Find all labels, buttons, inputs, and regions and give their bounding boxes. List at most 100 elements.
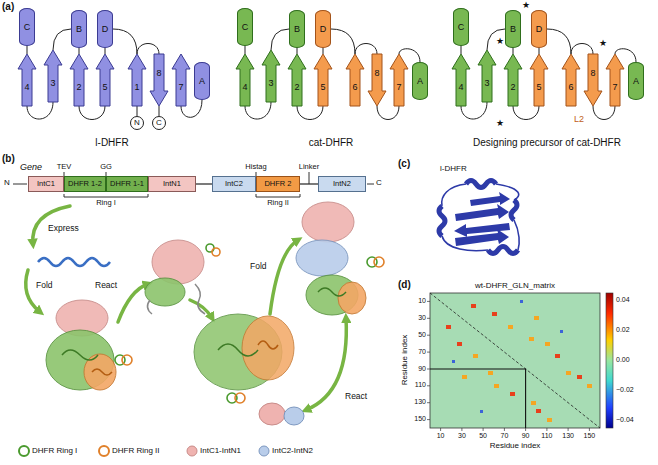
flow-arrow bbox=[190, 300, 212, 318]
protein-surface bbox=[145, 278, 185, 306]
heatmap bbox=[587, 384, 592, 388]
text-label: 90 bbox=[418, 365, 426, 373]
legend-text: IntC2-IntN2 bbox=[272, 446, 313, 455]
loop-connector bbox=[27, 46, 28, 54]
strand-shape bbox=[314, 54, 332, 106]
legend-icon bbox=[19, 446, 29, 456]
text-label: (d) bbox=[398, 279, 411, 291]
heatmap bbox=[534, 316, 539, 320]
gene-segment: IntC1 bbox=[28, 176, 64, 192]
strand-shape bbox=[96, 54, 114, 106]
strand-shape bbox=[18, 54, 36, 106]
strand-arrow: 8 bbox=[150, 54, 168, 106]
heatmap bbox=[462, 375, 467, 379]
text-label: 90 bbox=[522, 432, 530, 440]
element-label: N bbox=[134, 119, 140, 127]
gene-decoration bbox=[13, 172, 374, 197]
protein-surface bbox=[302, 202, 354, 242]
text-label: React bbox=[345, 392, 367, 402]
strand-shape bbox=[452, 54, 470, 106]
heatmap bbox=[427, 301, 430, 302]
element-label: 1 bbox=[134, 83, 139, 92]
flow-arrow bbox=[26, 270, 40, 312]
strand-arrow: 8 bbox=[584, 54, 602, 106]
protein-cartoon bbox=[439, 206, 445, 236]
strand-shape bbox=[172, 54, 190, 106]
element-label: DHFR 1-1 bbox=[110, 180, 144, 188]
text-label: ★ bbox=[496, 36, 504, 46]
helix-cylinder: D bbox=[315, 10, 331, 48]
strand-shape bbox=[584, 54, 602, 106]
strand-arrow: 2 bbox=[288, 54, 306, 106]
text-label: 30 bbox=[418, 314, 426, 322]
strand-arrow: 3 bbox=[478, 50, 496, 102]
strand-shape bbox=[262, 50, 280, 102]
loop-connector bbox=[377, 106, 399, 120]
helix-cylinder: C bbox=[453, 8, 469, 46]
heatmap bbox=[529, 337, 534, 341]
flow-arrow bbox=[306, 318, 346, 410]
element-label: 6 bbox=[352, 83, 357, 92]
element-label: D bbox=[320, 25, 327, 34]
strand-arrow: 6 bbox=[346, 54, 364, 106]
text-label: 130 bbox=[562, 432, 574, 440]
heatmap bbox=[471, 304, 476, 308]
legend-text: DHFR Ring II bbox=[112, 446, 160, 455]
strand-shape bbox=[478, 50, 496, 102]
ribbon-detail bbox=[62, 350, 98, 360]
heatmap bbox=[547, 418, 552, 422]
text-label: N bbox=[4, 178, 10, 187]
element-label: 8 bbox=[374, 69, 379, 78]
strand-arrow: 5 bbox=[530, 54, 548, 106]
heatmap bbox=[488, 371, 493, 375]
helix-cylinder: B bbox=[71, 10, 87, 48]
legend-icon bbox=[259, 446, 269, 456]
gene-decoration bbox=[367, 184, 374, 185]
element-label: D bbox=[536, 25, 543, 34]
element-label: 3 bbox=[50, 79, 55, 88]
heatmap bbox=[545, 342, 550, 346]
strand-shape bbox=[562, 54, 580, 106]
element-label: 5 bbox=[320, 83, 325, 92]
heatmap bbox=[427, 318, 430, 319]
element-label: IntC1 bbox=[37, 180, 55, 188]
loop-connector bbox=[137, 44, 159, 55]
loop-connector bbox=[297, 106, 323, 120]
ring-icon bbox=[122, 355, 132, 365]
text-label: ★ bbox=[522, 0, 530, 10]
helix-cylinder: A bbox=[628, 62, 644, 100]
element-label: 8 bbox=[156, 69, 161, 78]
helix-cylinder: B bbox=[289, 10, 305, 48]
protein-surface bbox=[242, 316, 294, 380]
element-label: 7 bbox=[178, 83, 183, 92]
text-label: Gene bbox=[20, 162, 42, 172]
protein-cartoon bbox=[470, 192, 510, 206]
element-label: 6 bbox=[568, 83, 573, 92]
strand-shape bbox=[390, 54, 408, 106]
heatmap bbox=[427, 419, 430, 420]
heatmap bbox=[427, 352, 430, 353]
gene-decoration bbox=[13, 184, 27, 185]
strand-shape bbox=[70, 54, 88, 106]
strand-shape bbox=[368, 54, 386, 106]
element-label: 5 bbox=[102, 83, 107, 92]
text-label: Fold bbox=[36, 281, 53, 291]
text-label: 70 bbox=[418, 348, 426, 356]
ribbon-detail bbox=[218, 344, 258, 356]
element-label: 2 bbox=[294, 83, 299, 92]
strand-shape bbox=[390, 54, 408, 106]
heatmap bbox=[525, 428, 526, 431]
strand-shape bbox=[96, 54, 114, 106]
element-label: DHFR 1-2 bbox=[68, 180, 102, 188]
heatmap bbox=[427, 335, 430, 336]
heatmap bbox=[430, 293, 600, 428]
heatmap bbox=[430, 369, 526, 428]
element-label: C bbox=[242, 23, 249, 32]
element-label: 7 bbox=[612, 83, 617, 92]
strand-shape bbox=[236, 54, 254, 106]
element-label: B bbox=[294, 25, 300, 34]
legend-text: IntC1-IntN1 bbox=[200, 446, 241, 455]
helix-cylinder: B bbox=[505, 10, 521, 48]
gene-segment: IntC2 bbox=[212, 176, 256, 192]
strand-arrow: 6 bbox=[562, 54, 580, 106]
